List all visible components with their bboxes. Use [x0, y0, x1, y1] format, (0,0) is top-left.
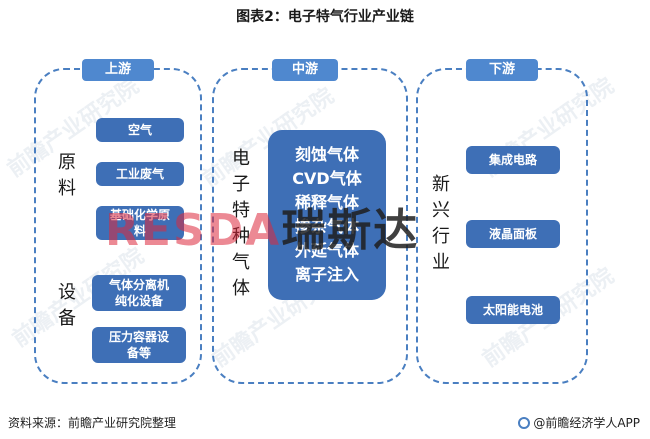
- upstream-item-gas-separation-equipment: 气体分离机纯化设备: [92, 275, 186, 311]
- specialty-gas-products-box: 刻蚀气体 CVD气体 稀释气体 掺杂气体 外延气体 离子注入: [268, 130, 386, 300]
- upstream-tab: 上游: [82, 59, 154, 81]
- materials-label: 原 料: [58, 150, 76, 202]
- qianzhan-logo-icon: [518, 416, 531, 429]
- electronic-specialty-gas-label: 电 子 特 种 气 体: [232, 146, 250, 302]
- downstream-item-solar-cells: 太阳能电池: [466, 296, 560, 324]
- upstream-item-basic-chemicals: 基础化学原料: [96, 206, 184, 240]
- equipment-label-char: 备: [58, 308, 76, 329]
- downstream-tab: 下游: [466, 59, 538, 81]
- downstream-label-char: 新: [432, 174, 450, 195]
- midstream-tab: 中游: [272, 59, 338, 81]
- midstream-label-char: 子: [232, 174, 250, 195]
- upstream-item-industrial-waste-gas: 工业废气: [96, 162, 184, 186]
- equipment-label-char: 设: [58, 282, 76, 303]
- downstream-label-char: 兴: [432, 200, 450, 221]
- downstream-item-integrated-circuits: 集成电路: [466, 146, 560, 174]
- materials-label-char: 原: [58, 152, 76, 173]
- product-doping-gas: 掺杂气体: [294, 217, 359, 236]
- upstream-item-air: 空气: [96, 118, 184, 142]
- downstream-item-lcd-panels: 液晶面板: [466, 220, 560, 248]
- equipment-label: 设 备: [58, 280, 76, 332]
- product-cvd-gas: CVD气体: [292, 169, 362, 188]
- product-dilution-gas: 稀释气体: [294, 193, 359, 212]
- figure-title: 图表2：电子特气行业产业链: [236, 9, 414, 25]
- downstream-label-char: 行: [432, 226, 450, 247]
- materials-label-char: 料: [58, 178, 76, 199]
- product-etching-gas: 刻蚀气体: [294, 145, 359, 164]
- brand-credit-text: @前瞻经济学人APP: [533, 416, 640, 430]
- brand-credit: @前瞻经济学人APP: [518, 414, 640, 431]
- product-epitaxy-gas: 外延气体: [294, 241, 359, 260]
- product-ion-implantation: 离子注入: [294, 265, 359, 284]
- emerging-industries-label: 新 兴 行 业: [432, 172, 450, 276]
- midstream-label-char: 种: [232, 226, 250, 247]
- midstream-label-char: 体: [232, 278, 250, 299]
- upstream-item-pressure-vessels: 压力容器设备等: [92, 327, 186, 363]
- midstream-label-char: 气: [232, 252, 250, 273]
- midstream-label-char: 特: [232, 200, 250, 221]
- midstream-label-char: 电: [232, 148, 250, 169]
- downstream-label-char: 业: [432, 252, 450, 273]
- source-note: 资料来源：前瞻产业研究院整理: [8, 416, 177, 430]
